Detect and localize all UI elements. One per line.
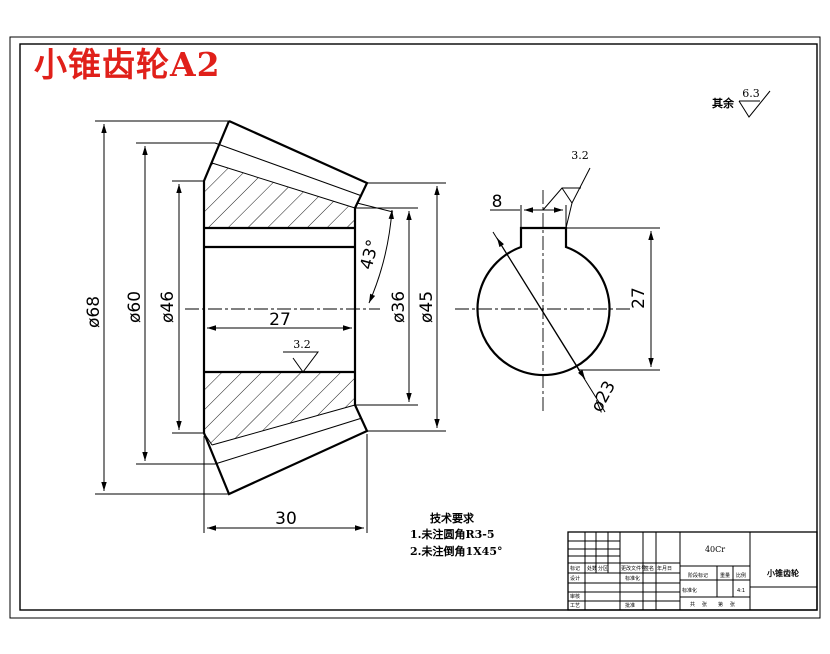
dim-angle43: 43° xyxy=(357,238,384,272)
drawing-title-stamp: 小锥齿轮A2 xyxy=(34,45,221,84)
weight-label: 重量 xyxy=(720,572,730,579)
dim-len27: 27 xyxy=(269,310,291,330)
scale-value: 4:1 xyxy=(737,588,745,594)
row-checker: 审核 xyxy=(570,593,580,600)
row-label-count: 处数 xyxy=(587,565,597,572)
row-designer: 设计 xyxy=(570,575,580,582)
row-process: 工艺 xyxy=(570,603,580,609)
sheet-di: 第 xyxy=(718,601,723,608)
dim-d45: ø45 xyxy=(417,291,437,323)
roughness-keyway: 3.2 xyxy=(571,149,589,162)
roughness-general-label: 其余 xyxy=(712,96,735,110)
tech-item-2: 2.未注倒角1X45° xyxy=(410,544,502,558)
side-view: 8 27 ø23 3.2 xyxy=(455,149,660,415)
dim-keyway-width: 8 xyxy=(492,192,503,212)
technical-requirements: 技术要求 1.未注圆角R3-5 2.未注倒角1X45° xyxy=(410,511,502,558)
dim-keyway-depth: 27 xyxy=(629,287,649,309)
sheet-zhang1: 张 xyxy=(702,601,707,608)
general-roughness: 其余 6.3 xyxy=(712,87,771,118)
scale-label: 比例 xyxy=(736,572,746,579)
dim-d36: ø36 xyxy=(389,291,409,323)
title-block: 40Cr 小锥齿轮 4:1 阶段标记 重量 比例 共 张 第 张 标记 处数 分… xyxy=(567,531,818,611)
stage-label: 阶段标记 xyxy=(688,572,708,579)
lower-hatch xyxy=(204,372,355,445)
row-label-mark: 标记 xyxy=(570,565,580,572)
dim-bore-d23: ø23 xyxy=(587,378,620,416)
bore-keyway-outline xyxy=(476,226,611,377)
tech-item-1: 1.未注圆角R3-5 xyxy=(410,527,495,541)
gear-section-view: ø68 ø60 ø46 ø36 ø45 27 30 43° 3.2 xyxy=(84,119,446,533)
row-label-change: 更改文件号 xyxy=(621,565,646,572)
dim-d68: ø68 xyxy=(84,296,104,328)
dim-d60: ø60 xyxy=(125,291,145,323)
row-label-zone: 分区 xyxy=(598,565,608,572)
tech-heading: 技术要求 xyxy=(430,511,475,525)
row-label-sign: 签名 xyxy=(644,565,654,572)
row-approve: 批准 xyxy=(625,602,635,609)
inner-frame xyxy=(19,43,818,611)
material: 40Cr xyxy=(705,545,725,554)
roughness-bore: 3.2 xyxy=(293,338,311,351)
outer-frame xyxy=(9,36,821,619)
dim-len30: 30 xyxy=(275,509,297,529)
row-standard: 标准化 xyxy=(625,575,640,582)
upper-hatch xyxy=(204,163,355,228)
part-name: 小锥齿轮 xyxy=(766,568,799,578)
sheet-zhang2: 张 xyxy=(730,601,735,608)
row-standardization: 标准化 xyxy=(682,587,697,594)
row-label-date: 年月日 xyxy=(657,565,672,572)
roughness-general-value: 6.3 xyxy=(742,87,760,100)
sheet-gong: 共 xyxy=(690,601,695,608)
dim-d46: ø46 xyxy=(158,291,178,323)
